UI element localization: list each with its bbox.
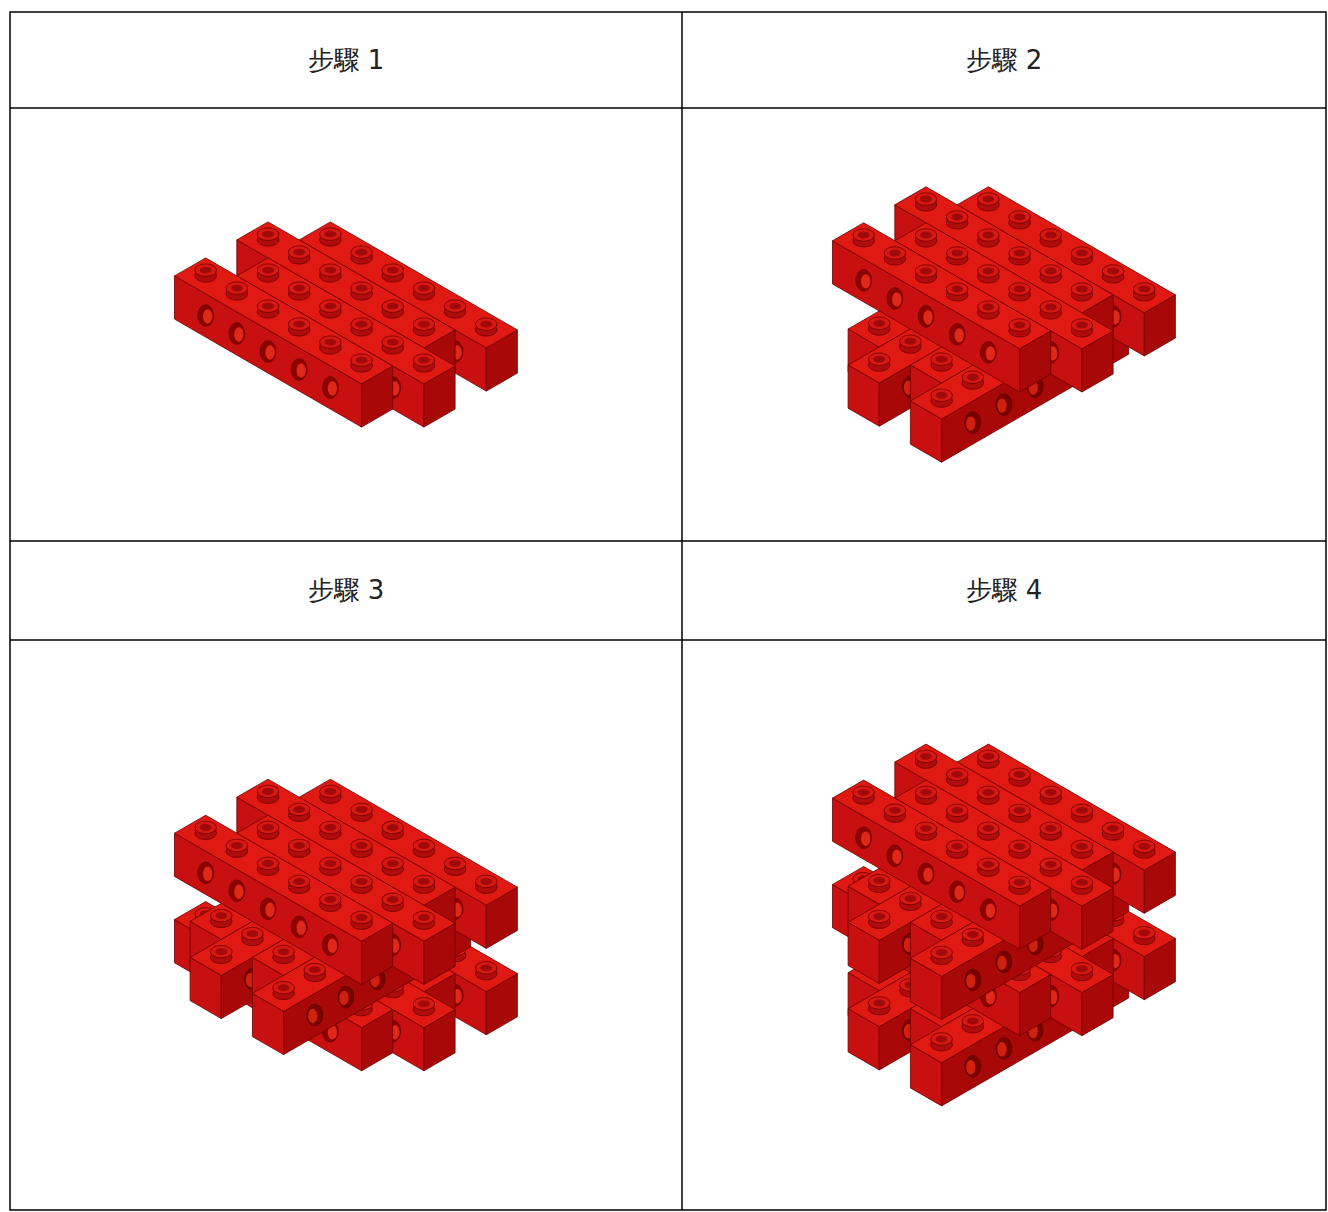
step-heading: 步驟 2 bbox=[966, 43, 1043, 78]
brick-illustration bbox=[12, 110, 680, 539]
step-heading: 步驟 3 bbox=[308, 573, 385, 608]
step-heading: 步驟 1 bbox=[308, 43, 385, 78]
brick-illustration bbox=[684, 110, 1324, 539]
brick-illustration bbox=[12, 642, 680, 1208]
step-heading: 步驟 4 bbox=[966, 573, 1043, 608]
brick-illustration bbox=[684, 642, 1324, 1208]
